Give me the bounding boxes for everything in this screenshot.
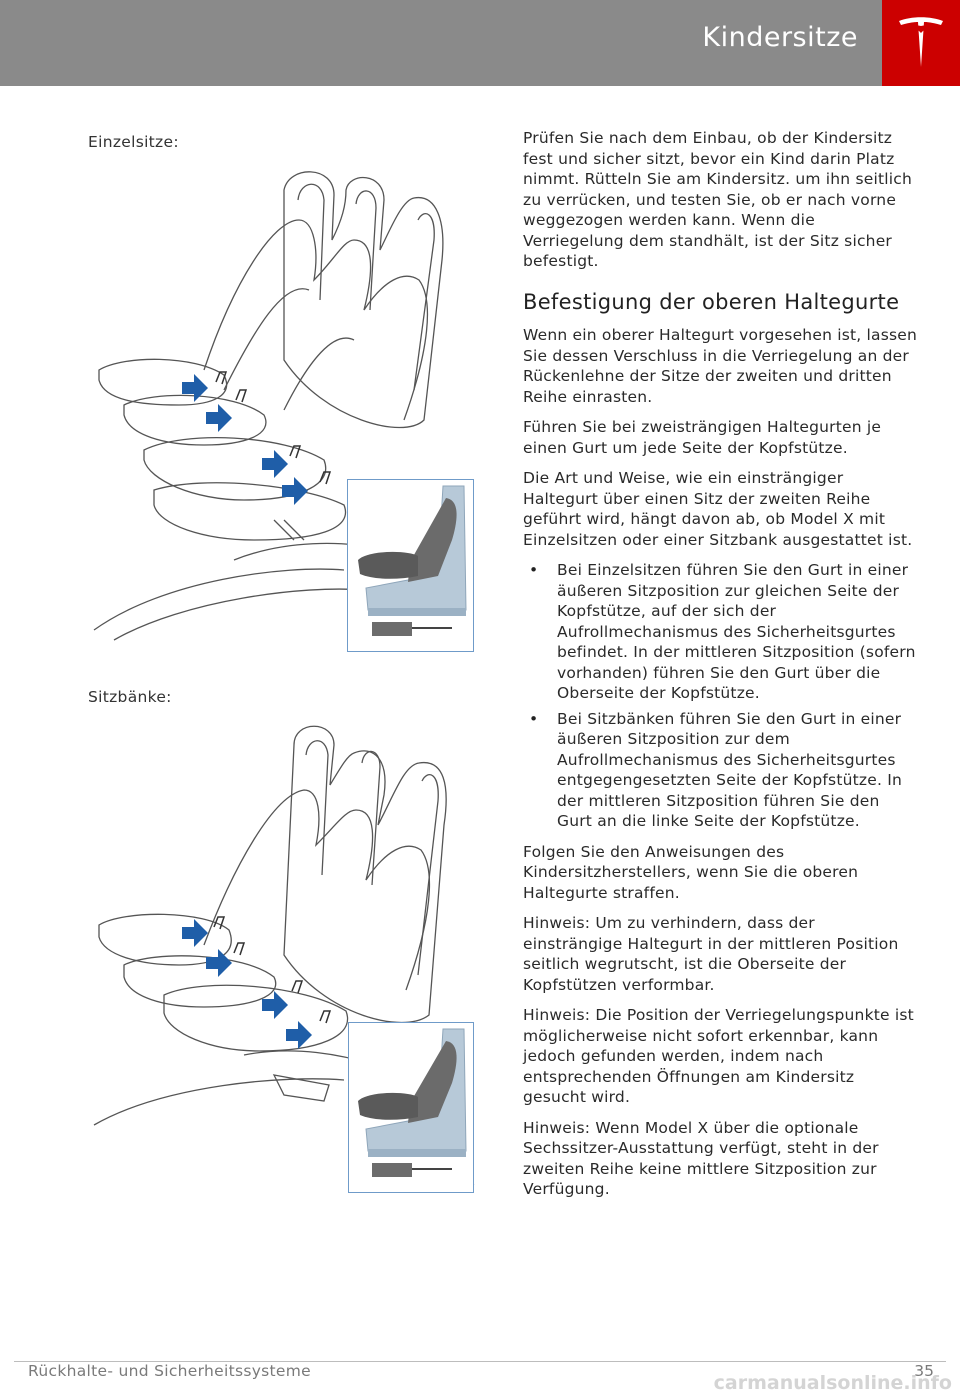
page-number: 35 <box>914 1362 934 1380</box>
bench-seats-label: Sitzbänke: <box>88 688 172 706</box>
footer-divider <box>14 1361 946 1362</box>
paragraph-3: Die Art und Weise, wie ein einsträngiger… <box>523 469 913 549</box>
brand-logo <box>882 0 960 86</box>
note-3: Hinweis: Wenn Model X über die optionale… <box>523 1118 879 1199</box>
note-2: Hinweis: Die Position der Verriegelungsp… <box>523 1006 914 1106</box>
bullet-list: Bei Einzelsitzen führen Sie den Gurt in … <box>523 560 918 832</box>
footer-section-title: Rückhalte- und Sicherheitssysteme <box>28 1362 311 1380</box>
watermark: carmanualsonline.info <box>713 1372 952 1394</box>
bench-seats-inset <box>348 1022 474 1193</box>
section-heading: Befestigung der oberen Haltegurte <box>523 289 900 314</box>
page-header: Kindersitze <box>0 0 960 86</box>
list-item: Bei Sitzbänken führen Sie den Gurt in ei… <box>523 709 918 832</box>
list-item: Bei Einzelsitzen führen Sie den Gurt in … <box>523 560 918 704</box>
single-seats-label: Einzelsitze: <box>88 133 179 151</box>
tesla-logo-icon <box>899 17 943 67</box>
child-seat-inset-drawing-2 <box>358 1028 467 1177</box>
single-seats-illustration <box>84 160 484 656</box>
paragraph-1: Wenn ein oberer Haltegurt vorgesehen ist… <box>523 326 918 406</box>
intro-paragraph: Prüfen Sie nach dem Einbau, ob der Kinde… <box>523 129 913 270</box>
paragraph-2: Führen Sie bei zweisträngigen Haltegurte… <box>523 418 882 457</box>
single-seats-inset <box>347 479 474 652</box>
paragraph-4: Folgen Sie den Anweisungen des Kindersit… <box>523 842 859 902</box>
page-title: Kindersitze <box>702 22 858 53</box>
body-text-column: Prüfen Sie nach dem Einbau, ob der Kinde… <box>523 128 918 1210</box>
single-seats-drawing <box>93 171 444 641</box>
child-seat-inset-drawing <box>358 485 467 636</box>
note-1: Hinweis: Um zu verhindern, dass der eins… <box>523 914 899 994</box>
